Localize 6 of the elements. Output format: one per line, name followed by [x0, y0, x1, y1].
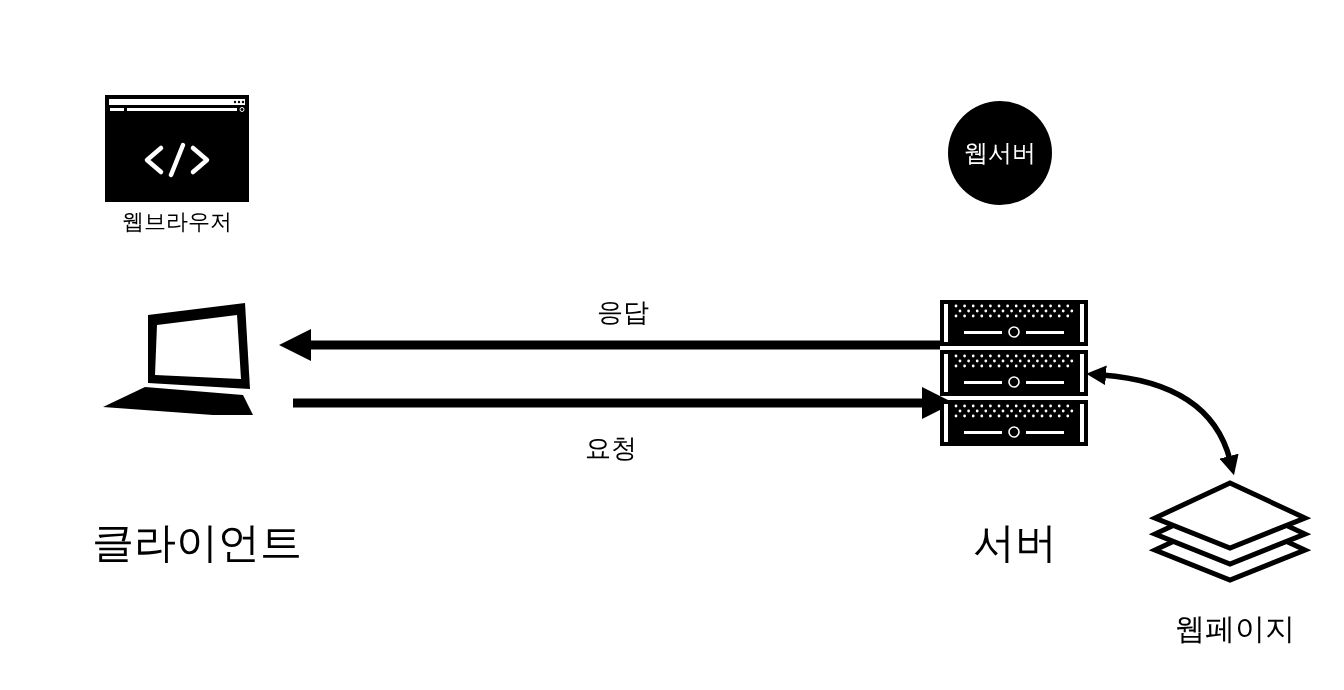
circle-node: 웹서버: [948, 101, 1052, 205]
icon-caption: 웹브라우저: [122, 210, 232, 235]
icon-caption: 서버: [973, 520, 1057, 567]
icon-caption: 웹페이지: [1175, 612, 1295, 645]
arrow: [279, 328, 940, 362]
icon-caption: 클라이언트: [92, 520, 302, 567]
